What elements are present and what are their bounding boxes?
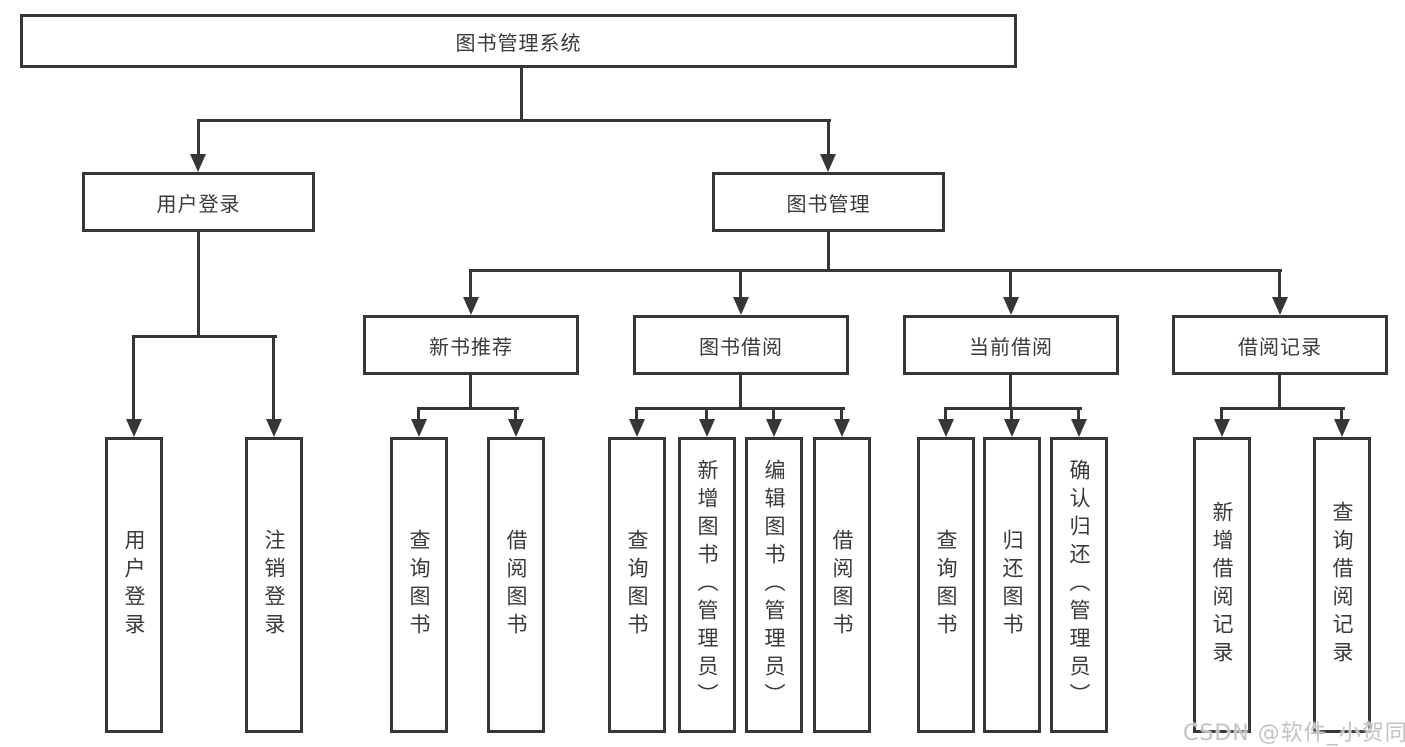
connector-book-borrow-bus — [635, 407, 845, 410]
arrowhead-br-add — [1214, 419, 1230, 437]
connector-drop-bb-borrow — [840, 407, 843, 423]
arrowhead-cb-query — [938, 419, 954, 437]
leaf-cb-return-books: 归还图书 — [983, 437, 1041, 733]
arrowhead-bb-add — [699, 419, 715, 437]
leaf-cb-query-books-label: 查询图书 — [934, 529, 958, 641]
arrowhead-bb-query — [629, 419, 645, 437]
leaf-user-login: 用户登录 — [105, 437, 163, 733]
leaf-bb-borrow-books: 借阅图书 — [813, 437, 871, 733]
node-book-borrow-label: 图书借阅 — [699, 334, 783, 359]
connector-drop-br-query — [1340, 407, 1343, 423]
node-root-label: 图书管理系统 — [455, 30, 582, 55]
leaf-br-query-record-label: 查询借阅记录 — [1330, 501, 1354, 669]
arrowhead-current-borrow — [1003, 297, 1019, 315]
arrowhead-user-login — [190, 154, 206, 172]
connector-new-book-stem — [469, 375, 472, 410]
connector-current-borrow-stem — [1009, 375, 1012, 410]
leaf-logout: 注销登录 — [245, 437, 303, 733]
leaf-br-add-record: 新增借阅记录 — [1193, 437, 1251, 733]
leaf-bb-query-books-label: 查询图书 — [625, 529, 649, 641]
arrowhead-new-book — [463, 297, 479, 315]
connector-drop-new-book — [469, 269, 472, 301]
connector-root-stem — [520, 66, 523, 121]
leaf-nb-borrow-books: 借阅图书 — [487, 437, 545, 733]
leaf-logout-label: 注销登录 — [262, 529, 286, 641]
arrowhead-leaf-user-login — [126, 419, 142, 437]
leaf-cb-return-books-label: 归还图书 — [1000, 529, 1024, 641]
connector-drop-br-add — [1220, 407, 1223, 423]
arrowhead-cb-confirm — [1071, 419, 1087, 437]
leaf-bb-add-books-admin: 新增图书（管理员） — [678, 437, 736, 733]
node-borrow-records: 借阅记录 — [1172, 315, 1388, 375]
leaf-bb-borrow-books-label: 借阅图书 — [830, 529, 854, 641]
connector-book-mgmt-stem — [827, 232, 830, 272]
connector-user-login-stem — [197, 232, 200, 338]
arrowhead-borrow-records — [1272, 297, 1288, 315]
arrowhead-bb-edit — [766, 419, 782, 437]
arrowhead-book-mgmt — [820, 154, 836, 172]
leaf-nb-query-books-label: 查询图书 — [407, 529, 431, 641]
connector-drop-borrow-records — [1278, 269, 1281, 301]
connector-drop-bb-query — [635, 407, 638, 423]
leaf-bb-edit-books-admin-label: 编辑图书（管理员） — [762, 459, 786, 711]
leaf-bb-query-books: 查询图书 — [608, 437, 666, 733]
arrowhead-bb-borrow — [834, 419, 850, 437]
leaf-user-login-label: 用户登录 — [122, 529, 146, 641]
connector-drop-user-login — [197, 119, 200, 159]
leaf-br-query-record: 查询借阅记录 — [1313, 437, 1371, 733]
node-borrow-records-label: 借阅记录 — [1238, 334, 1322, 359]
connector-new-book-bus — [417, 407, 519, 410]
node-user-login: 用户登录 — [82, 172, 315, 232]
connector-user-login-bus — [132, 335, 277, 338]
connector-drop-cb-return — [1010, 407, 1013, 423]
node-book-mgmt-label: 图书管理 — [786, 191, 871, 216]
arrowhead-book-borrow — [733, 297, 749, 315]
connector-current-borrow-bus — [944, 407, 1082, 410]
leaf-nb-query-books: 查询图书 — [390, 437, 448, 733]
arrowhead-br-query — [1334, 419, 1350, 437]
connector-book-borrow-stem — [739, 375, 742, 410]
leaf-br-add-record-label: 新增借阅记录 — [1210, 501, 1234, 669]
csdn-watermark: CSDN @软件_小贺同学 — [1183, 721, 1405, 746]
connector-drop-book-mgmt — [827, 119, 830, 159]
connector-root-bus — [197, 119, 831, 122]
leaf-bb-edit-books-admin: 编辑图书（管理员） — [745, 437, 803, 733]
connector-drop-nb-borrow — [514, 407, 517, 423]
connector-book-mgmt-bus — [469, 269, 1282, 272]
node-book-borrow: 图书借阅 — [633, 315, 849, 375]
node-user-login-label: 用户登录 — [156, 191, 241, 216]
connector-drop-leaf-user-login — [132, 335, 135, 423]
node-root: 图书管理系统 — [20, 14, 1017, 68]
leaf-cb-confirm-return-admin: 确认归还（管理员） — [1050, 437, 1108, 733]
arrowhead-nb-query — [411, 419, 427, 437]
connector-drop-bb-add — [705, 407, 708, 423]
node-current-borrow: 当前借阅 — [903, 315, 1119, 375]
node-book-mgmt: 图书管理 — [712, 172, 945, 232]
connector-borrow-records-stem — [1278, 375, 1281, 410]
connector-borrow-records-bus — [1220, 407, 1345, 410]
node-new-book-rec: 新书推荐 — [363, 315, 579, 375]
connector-drop-current-borrow — [1009, 269, 1012, 301]
connector-drop-nb-query — [417, 407, 420, 423]
connector-drop-bb-edit — [772, 407, 775, 423]
connector-drop-cb-query — [944, 407, 947, 423]
leaf-nb-borrow-books-label: 借阅图书 — [504, 529, 528, 641]
connector-drop-book-borrow — [739, 269, 742, 301]
leaf-cb-query-books: 查询图书 — [917, 437, 975, 733]
connector-drop-cb-confirm — [1077, 407, 1080, 423]
arrowhead-nb-borrow — [508, 419, 524, 437]
connector-drop-leaf-logout — [272, 335, 275, 423]
leaf-cb-confirm-return-admin-label: 确认归还（管理员） — [1067, 459, 1091, 711]
node-new-book-rec-label: 新书推荐 — [429, 334, 513, 359]
arrowhead-leaf-logout — [266, 419, 282, 437]
leaf-bb-add-books-admin-label: 新增图书（管理员） — [695, 459, 719, 711]
arrowhead-cb-return — [1004, 419, 1020, 437]
node-current-borrow-label: 当前借阅 — [969, 334, 1053, 359]
